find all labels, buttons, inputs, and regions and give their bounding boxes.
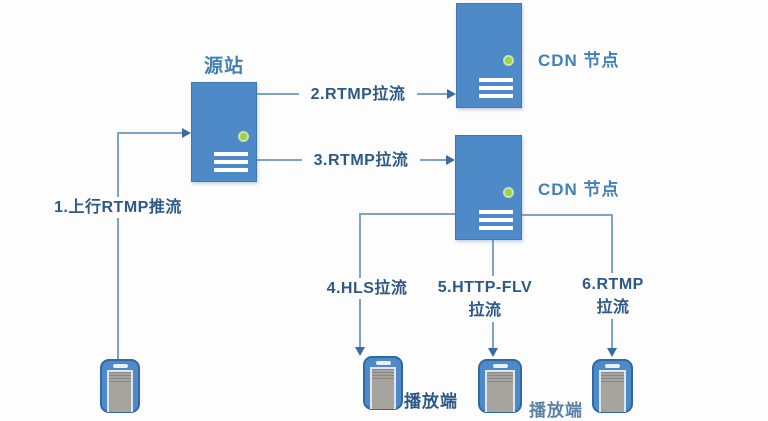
server-vent-bars-icon <box>479 74 513 98</box>
phone-screen <box>485 370 515 412</box>
flow-4-line-horizontal <box>359 213 456 215</box>
flow-6-label-line2: 拉流 <box>596 299 630 316</box>
server-led-icon <box>240 132 247 140</box>
flow-6-line-horizontal <box>522 214 613 216</box>
flow-4-arrowhead-icon <box>355 347 365 356</box>
flow-1-arrowhead-icon <box>182 128 191 138</box>
phone-screen <box>599 370 626 412</box>
phone-screen <box>107 370 133 412</box>
flow-1-label: 1.上行RTMP推流 <box>38 197 198 218</box>
cdn-node-1-server-icon <box>456 3 522 108</box>
flow-5-label-line2: 拉流 <box>468 302 502 319</box>
server-led-icon <box>505 56 512 64</box>
server-vent-bars-icon <box>214 148 248 172</box>
flow-6-arrowhead-icon <box>607 348 617 357</box>
phone-speaker-icon <box>605 364 620 368</box>
server-led-icon <box>505 188 512 196</box>
cdn-node-1-label: CDN 节点 <box>538 51 620 70</box>
flow-1-line-horizontal <box>117 132 183 134</box>
origin-server-label: 源站 <box>203 56 244 77</box>
flow-3-label: 3.RTMP拉流 <box>302 150 420 171</box>
server-vent-bars-icon <box>478 206 513 230</box>
flow-5-arrowhead-icon <box>488 348 498 357</box>
flow-6-label-line1: 6.RTMP <box>582 276 644 293</box>
phone-screen <box>370 367 396 409</box>
phone-speaker-icon <box>375 361 391 365</box>
player-label-1: 播放端 <box>404 392 458 411</box>
flow-5-label-line1: 5.HTTP-FLV <box>437 279 533 296</box>
phone-speaker-icon <box>112 364 128 368</box>
flow-2-arrowhead-icon <box>447 89 456 99</box>
flow-3-arrowhead-icon <box>446 155 455 165</box>
flow-1-line-vertical <box>117 133 119 359</box>
cdn-node-2-label: CDN 节点 <box>538 180 620 199</box>
player-label-2: 播放端 <box>529 401 583 420</box>
flow-4-label: 4.HLS拉流 <box>317 278 417 299</box>
origin-server-icon <box>191 82 257 182</box>
player-phone-3-icon <box>592 359 633 413</box>
phone-speaker-icon <box>492 364 508 368</box>
cdn-streaming-diagram: 1.上行RTMP推流 2.RTMP拉流 3.RTMP拉流 4.HLS拉流 5.H… <box>38 3 659 420</box>
cdn-node-2-server-icon <box>455 135 522 240</box>
flow-2-label: 2.RTMP拉流 <box>299 84 417 105</box>
flow-5-label: 5.HTTP-FLV 拉流 <box>429 276 541 322</box>
publisher-phone-icon <box>100 359 140 413</box>
flow-6-label: 6.RTMP 拉流 <box>567 273 659 319</box>
player-phone-2-icon <box>478 359 522 413</box>
